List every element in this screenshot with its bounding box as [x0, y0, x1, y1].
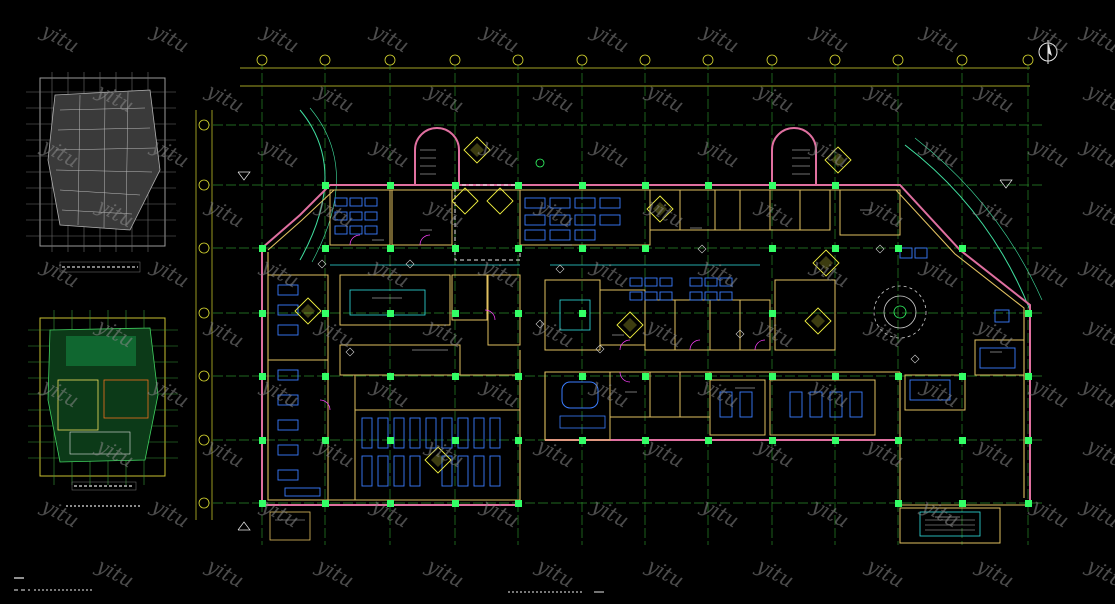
watermark-text: yitu	[807, 18, 853, 58]
watermark-text: yitu	[147, 493, 193, 533]
key-plan-bottom	[28, 310, 178, 507]
watermark-text: yitu	[1027, 133, 1073, 173]
watermark-text: yitu	[257, 133, 303, 173]
watermark-text: yitu	[312, 433, 358, 473]
watermark-text: yitu	[752, 553, 798, 593]
watermark-text: yitu	[1077, 18, 1115, 58]
watermark-text: yitu	[587, 253, 633, 293]
watermark-text: yitu	[862, 78, 908, 118]
watermark-text: yitu	[642, 313, 688, 353]
watermark-text: yitu	[257, 18, 303, 58]
watermark-text: yitu	[1077, 493, 1115, 533]
watermark-text: yitu	[202, 553, 248, 593]
watermark-text: yitu	[202, 78, 248, 118]
watermark-text: yitu	[532, 78, 578, 118]
watermark-text: yitu	[477, 18, 523, 58]
watermark-text: yitu	[257, 493, 303, 533]
legend-strip	[14, 577, 604, 593]
watermark-text: yitu	[147, 253, 193, 293]
watermark-text: yitu	[697, 253, 743, 293]
watermark-text: yitu	[1027, 493, 1073, 533]
watermark-text: yitu	[257, 253, 303, 293]
watermark-text: yitu	[1077, 253, 1115, 293]
watermark-text: yitu	[202, 313, 248, 353]
watermark-text: yitu	[37, 493, 83, 533]
watermark-text: yitu	[862, 313, 908, 353]
watermark-text: yitu	[862, 553, 908, 593]
watermark-text: yitu	[807, 493, 853, 533]
watermark-text: yitu	[917, 133, 963, 173]
watermark-text: yitu	[477, 133, 523, 173]
watermark-text: yitu	[1082, 313, 1115, 353]
key-plan-top	[26, 72, 176, 273]
watermark-text: yitu	[92, 553, 138, 593]
watermark-text: yitu	[972, 313, 1018, 353]
watermark-text: yitu	[1027, 373, 1073, 413]
main-floor-plan	[195, 54, 1045, 545]
watermark-text: yitu	[972, 433, 1018, 473]
watermark-text: yitu	[642, 553, 688, 593]
watermark-text: yitu	[642, 78, 688, 118]
watermark-text: yitu	[1082, 433, 1115, 473]
watermark-text: yitu	[1082, 78, 1115, 118]
watermark-text: yitu	[532, 193, 578, 233]
watermark-text: yitu	[532, 313, 578, 353]
watermark-text: yitu	[587, 133, 633, 173]
watermark-text: yitu	[422, 193, 468, 233]
watermark-text: yitu	[312, 78, 358, 118]
watermark-text: yitu	[37, 253, 83, 293]
watermark-text: yitu	[422, 553, 468, 593]
watermark-text: yitu	[862, 193, 908, 233]
watermark-text: yitu	[1027, 253, 1073, 293]
watermark-text: yitu	[37, 18, 83, 58]
watermark-text: yitu	[917, 373, 963, 413]
watermark-text: yitu	[532, 433, 578, 473]
watermark-text: yitu	[1077, 373, 1115, 413]
watermark-text: yitu	[917, 253, 963, 293]
watermark-text: yitu	[587, 493, 633, 533]
watermark-text: yitu	[532, 553, 578, 593]
watermark-text: yitu	[477, 493, 523, 533]
watermark-text: yitu	[1082, 193, 1115, 233]
watermark-text: yitu	[972, 78, 1018, 118]
watermark-text: yitu	[422, 313, 468, 353]
watermark-text: yitu	[972, 553, 1018, 593]
watermark-text: yitu	[752, 433, 798, 473]
watermark-text: yitu	[312, 553, 358, 593]
watermark-text: yitu	[917, 493, 963, 533]
watermark-text: yitu	[697, 18, 743, 58]
watermark-text: yitu	[642, 193, 688, 233]
watermark-text: yitu	[752, 78, 798, 118]
watermark-text: yitu	[367, 493, 413, 533]
watermark-text: yitu	[312, 313, 358, 353]
watermark-text: yitu	[697, 133, 743, 173]
watermark-text: yitu	[422, 78, 468, 118]
watermark-text: yitu	[1082, 553, 1115, 593]
watermark-text: yitu	[807, 253, 853, 293]
watermark-text: yitu	[202, 193, 248, 233]
watermark-text: yitu	[917, 18, 963, 58]
watermark-text: yitu	[587, 18, 633, 58]
compass-north-icon	[1038, 40, 1058, 64]
watermark-text: yitu	[1077, 133, 1115, 173]
watermark-text: yitu	[147, 18, 193, 58]
watermark-text: yitu	[752, 193, 798, 233]
watermark-text: yitu	[367, 18, 413, 58]
watermark-text: yitu	[477, 253, 523, 293]
watermark-text: yitu	[697, 493, 743, 533]
